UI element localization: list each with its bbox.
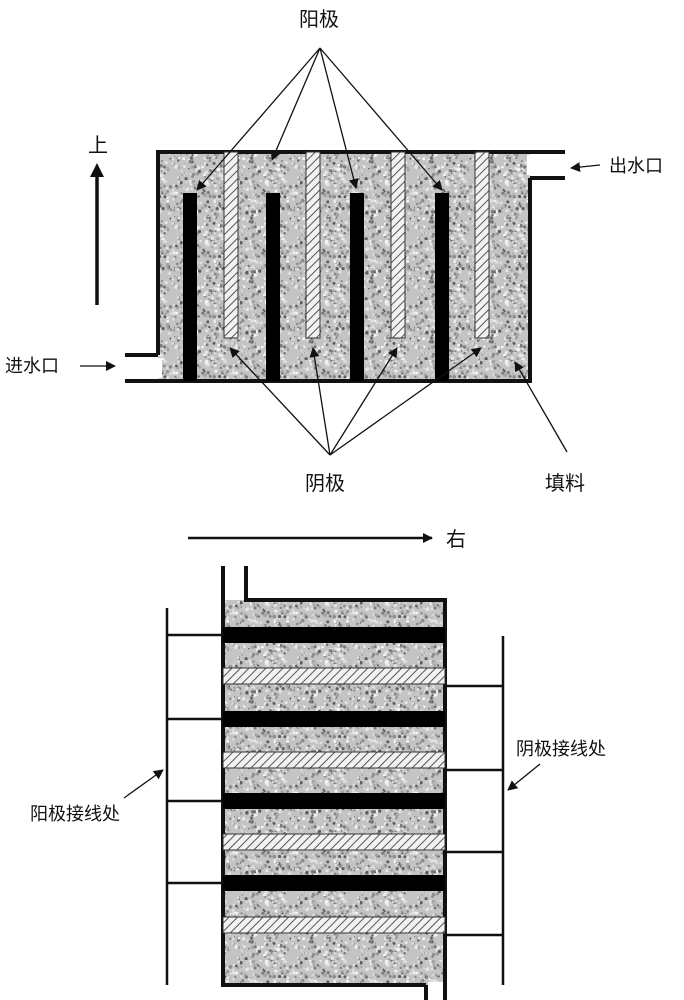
cathode-bar (223, 627, 445, 643)
outlet-pointer (570, 162, 601, 173)
cathode-plate (183, 193, 197, 381)
anode-plate (223, 151, 239, 339)
cathode-plate (350, 193, 364, 381)
cathode-bar (223, 711, 445, 727)
container-outline-plan (221, 566, 447, 987)
cathode-plate (266, 193, 280, 381)
plan-bottom-opening (428, 982, 443, 996)
cathode-plate (435, 193, 449, 381)
anode-terminal-pointer (123, 769, 164, 799)
cathode-terminal-pointer (507, 763, 541, 791)
outlet-opening (527, 155, 541, 175)
cathode-bar (223, 875, 445, 891)
cathode-label-bottom: 阴极 (305, 471, 345, 495)
side-view: 上 阳极 出水口 进水口 阴极 填料 (5, 7, 663, 495)
up-label: 上 (88, 133, 108, 157)
anode-pointer-lines (196, 47, 443, 191)
anode-bar (222, 833, 446, 851)
right-label: 右 (446, 527, 466, 551)
filler-pointer (514, 361, 568, 453)
inlet-opening (142, 358, 162, 378)
outlet-label: 出水口 (609, 156, 663, 177)
filler-body-side (158, 152, 530, 381)
plan-top-opening (226, 568, 244, 586)
anode-bar (222, 751, 446, 769)
anode-plate (474, 151, 490, 339)
filler-label: 填料 (545, 471, 585, 495)
cathode-bar (223, 793, 445, 809)
left-terminal-bus (165, 608, 223, 985)
anode-plate (390, 151, 406, 339)
plan-view: 右 (30, 527, 606, 1000)
plan-bottom-pipe (424, 985, 447, 1000)
anode-terminal-label: 阳极接线处 (30, 804, 120, 825)
anode-plate (305, 151, 321, 339)
inlet-pipe (125, 353, 158, 383)
right-terminal-bus (445, 636, 505, 985)
outlet-pipe (530, 150, 565, 180)
cathode-pointer-lines (229, 347, 482, 456)
inlet-label: 进水口 (5, 356, 59, 377)
cathode-terminal-label: 阴极接线处 (516, 739, 606, 760)
anode-bar (222, 916, 446, 934)
anode-bar (222, 667, 446, 685)
anode-label-top: 阳极 (299, 7, 339, 31)
